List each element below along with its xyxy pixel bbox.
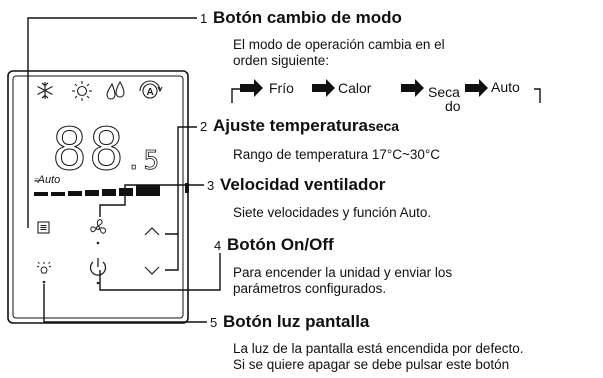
mode-seca-do: do: [445, 98, 461, 114]
light-icon: [36, 261, 52, 274]
temperature-digits: 88: [52, 115, 126, 183]
snowflake-icon: [37, 82, 53, 99]
section-3-title: Velocidad ventilador: [220, 175, 386, 194]
chevron-up-icon: [144, 227, 160, 236]
section-2-title-text: Ajuste temperatura: [213, 116, 368, 135]
section-1-desc-line-2: orden siguiente:: [233, 53, 330, 68]
mode-auto: Auto: [491, 79, 520, 95]
device-inner-frame: [12, 75, 184, 319]
auto-fan-label: ≡Auto: [34, 174, 61, 186]
section-5-title: Botón luz pantalla: [223, 312, 370, 331]
section-5-desc-line-2: Si se quiere apagar se debe pulsar este …: [233, 357, 510, 372]
section-1-title: Botón cambio de modo: [213, 8, 402, 27]
section-3-desc-line-1: Siete velocidades y función Auto.: [233, 205, 432, 220]
section-2-title-suffix: seca: [367, 118, 400, 134]
power-icon: [89, 258, 107, 276]
device-side-tab: [185, 183, 189, 193]
sun-icon: [72, 81, 92, 101]
menu-icon: [37, 221, 50, 234]
mode-frio: Frío: [269, 80, 294, 96]
mode-cycle-bracket: [231, 88, 541, 103]
section-1-number: 1: [200, 11, 208, 26]
svg-text:A: A: [147, 87, 154, 98]
mode-calor: Calor: [338, 80, 372, 96]
temperature-display: 88.5: [52, 120, 161, 190]
drops-icon: [106, 80, 125, 100]
mode-seca: Seca: [428, 84, 460, 100]
section-4-number: 4: [214, 238, 222, 253]
temperature-decimal: .5: [125, 146, 162, 177]
section-2-title: Ajuste temperaturaseca: [213, 117, 399, 135]
fan-speed-bars: [34, 185, 160, 196]
mode-arrows: [240, 79, 488, 97]
fan-icon: [90, 219, 107, 234]
chevron-down-icon: [144, 266, 160, 275]
section-3-number: 3: [207, 178, 215, 193]
section-1-desc-line-1: El modo de operación cambia en el: [233, 37, 445, 52]
section-2-number: 2: [200, 119, 208, 134]
section-5-number: 5: [210, 315, 218, 330]
section-2-desc-line-1: Rango de temperatura 17°C~30°C: [233, 147, 441, 162]
device-outer-frame: [7, 70, 189, 324]
section-4-desc-line-2: parámetros configurados.: [233, 281, 387, 296]
callout-lines: [27, 17, 221, 323]
section-5-desc-line-1: La luz de la pantalla está encendida por…: [233, 341, 524, 356]
section-4-title: Botón On/Off: [227, 235, 334, 254]
section-4-desc-line-1: Para encender la unidad y enviar los: [233, 265, 453, 280]
auto-mode-icon: A: [139, 80, 163, 99]
